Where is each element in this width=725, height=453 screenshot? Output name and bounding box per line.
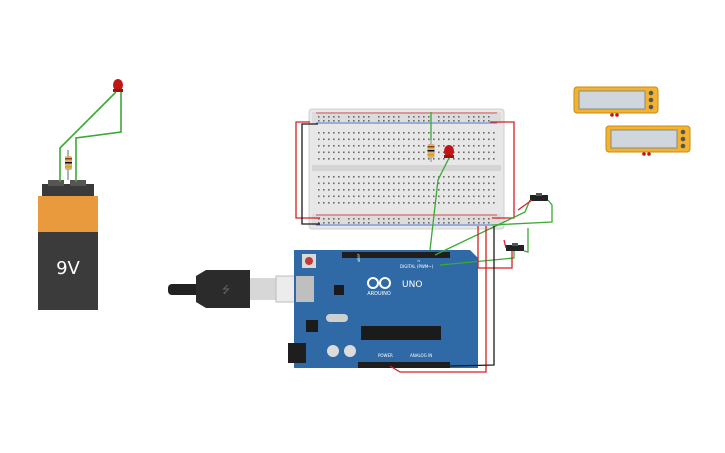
svg-text:2: 2 [417, 260, 421, 262]
battery-9v[interactable]: 9V [38, 180, 98, 310]
breadboard[interactable] [308, 108, 505, 230]
arduino-logo-icon [367, 277, 391, 289]
battery-wires[interactable] [59, 91, 122, 182]
analog-pins-label: ANALOG IN [410, 353, 432, 358]
circuit-wires[interactable] [295, 112, 553, 373]
digital-pins-label: DIGITAL (PWM~) [400, 264, 434, 269]
battery-resistor[interactable] [65, 150, 72, 180]
breadboard-resistor[interactable] [427, 140, 435, 162]
arduino-uno-board[interactable]: ARDUINO UNO DIGITAL (PWM~) POWER ANALOG … [288, 250, 478, 368]
breadboard-holes [318, 116, 495, 224]
power-pins-label: POWER [378, 353, 393, 358]
battery-label: 9V [56, 258, 80, 279]
multimeter-1[interactable] [573, 86, 659, 117]
slide-switch-top[interactable] [530, 193, 548, 201]
svg-text:⭍: ⭍ [222, 284, 230, 296]
slide-switch-bottom[interactable] [506, 243, 524, 251]
battery-led[interactable] [113, 79, 123, 92]
svg-text:AREF: AREF [357, 254, 361, 262]
multimeter-2[interactable] [605, 125, 691, 156]
arduino-logo-text: ARDUINO [367, 291, 391, 297]
breadboard-led[interactable] [444, 145, 454, 158]
usb-cable[interactable]: ⭍ [168, 270, 303, 308]
arduino-model-text: UNO [402, 280, 422, 290]
